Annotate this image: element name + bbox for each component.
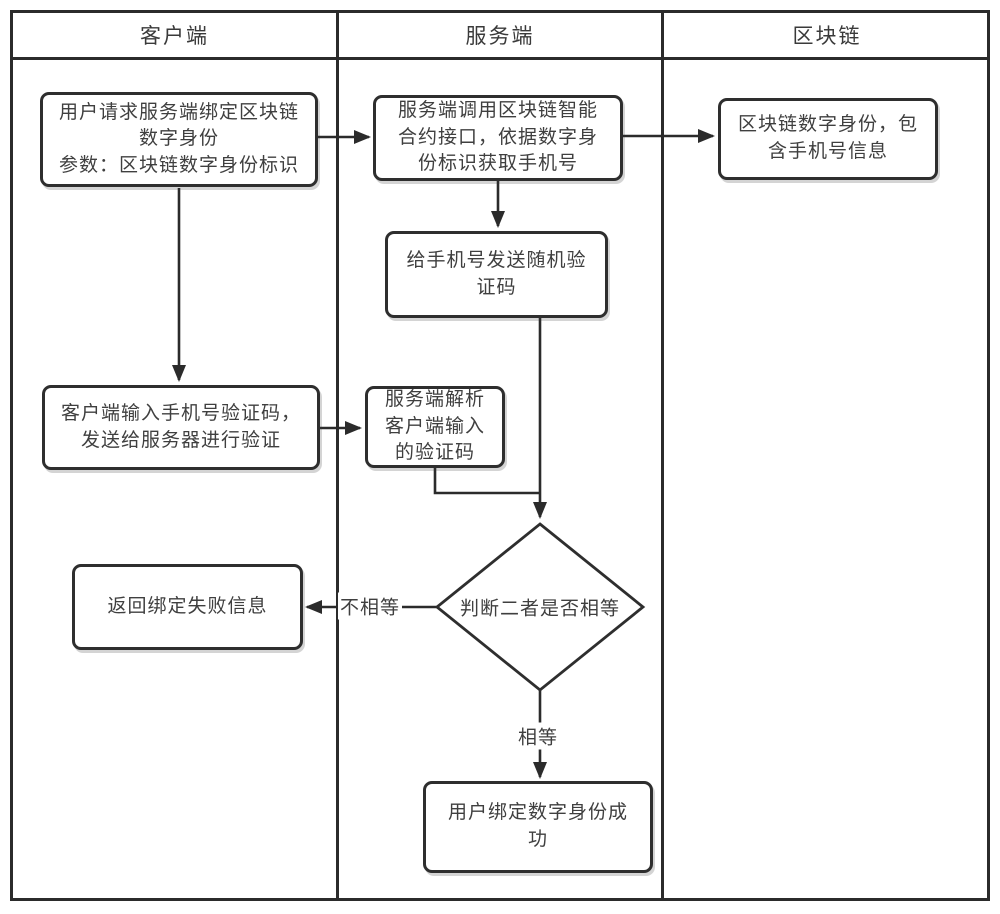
node-bind-fail: 返回绑定失败信息 — [72, 564, 303, 650]
node-decision-equal: 判断二者是否相等 — [459, 598, 621, 620]
node-bind-success: 用户绑定数字身份成 功 — [423, 781, 653, 873]
lane-divider-2 — [661, 10, 664, 901]
lane-header-server: 服务端 — [465, 25, 535, 48]
node-client-request: 用户请求服务端绑定区块链 数字身份 参数：区块链数字身份标识 — [40, 92, 318, 187]
edge-label-not-equal: 不相等 — [337, 592, 403, 620]
node-client-input-code: 客户端输入手机号验证码， 发送给服务器进行验证 — [42, 385, 320, 470]
node-server-call-contract: 服务端调用区块链智能 合约接口，依据数字身 份标识获取手机号 — [373, 95, 623, 181]
header-divider — [10, 57, 990, 60]
lane-header-client: 客户端 — [140, 25, 209, 48]
swimlane-frame — [10, 10, 990, 901]
node-server-parse-code: 服务端解析 客户端输入 的验证码 — [365, 386, 505, 468]
node-blockchain-identity: 区块链数字身份，包 含手机号信息 — [718, 98, 938, 180]
lane-header-blockchain: 区块链 — [792, 25, 862, 48]
edge-label-equal: 相等 — [515, 722, 561, 750]
node-send-code: 给手机号发送随机验 证码 — [385, 231, 608, 318]
lane-divider-1 — [336, 10, 339, 901]
